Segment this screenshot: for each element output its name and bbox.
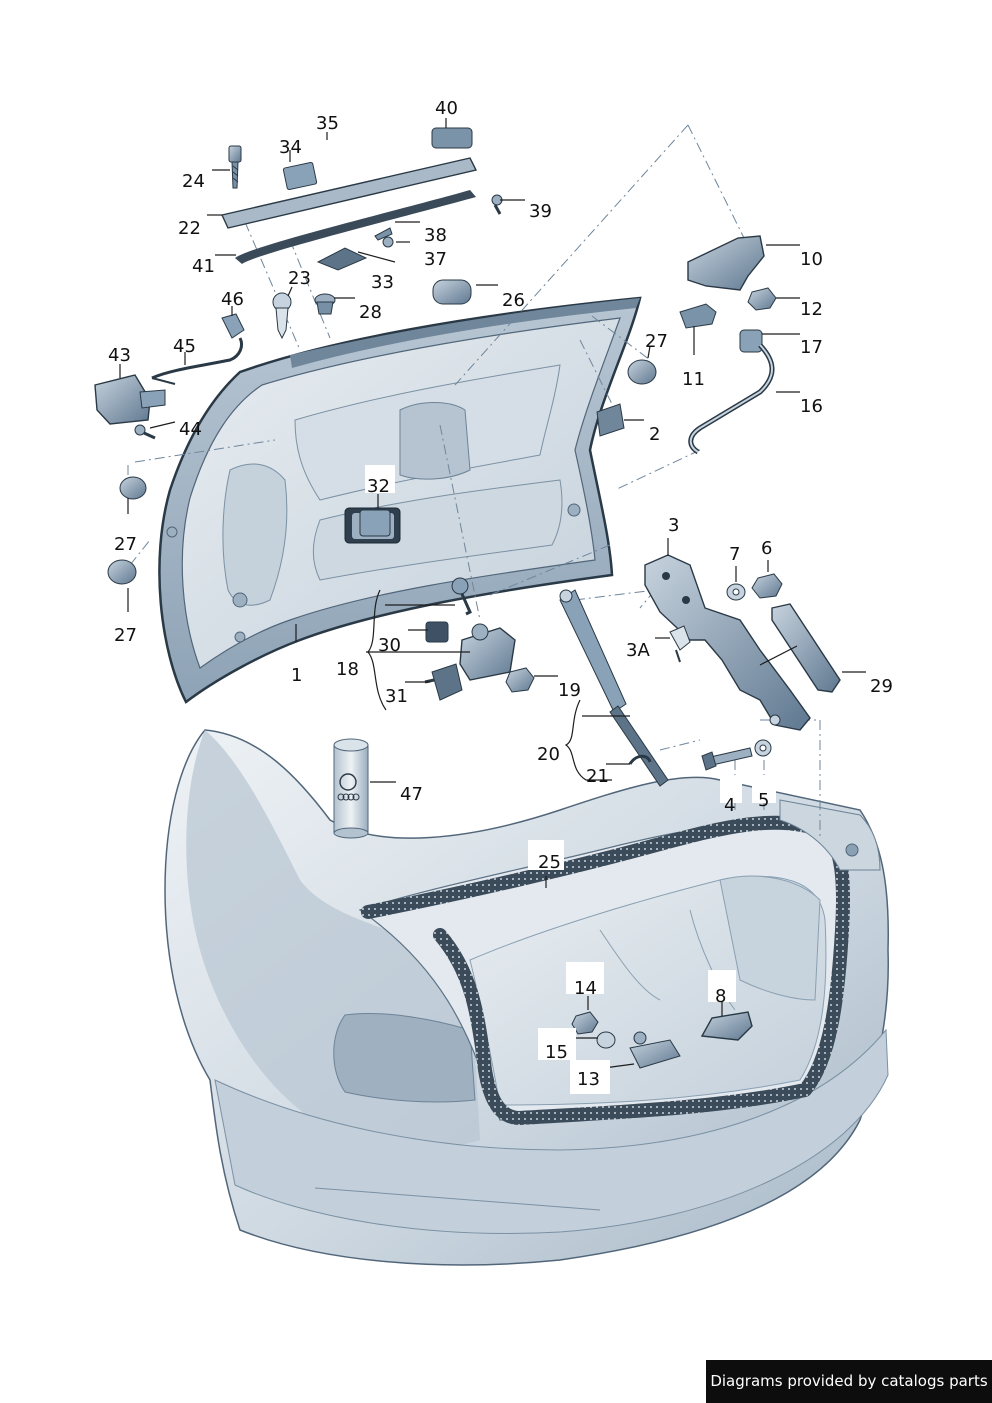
- callout-15: 15: [545, 1042, 568, 1063]
- callout-37: 37: [424, 249, 447, 270]
- part-27-grommet-left-upper: [119, 476, 147, 500]
- part-11-block: [679, 303, 717, 329]
- callout-40: 40: [435, 98, 458, 119]
- callout-8: 8: [715, 986, 727, 1007]
- callout-27-right: 27: [645, 331, 668, 352]
- part-39-screw: [491, 194, 503, 215]
- callout-4: 4: [724, 795, 736, 816]
- callout-27-left-upper: 27: [114, 534, 137, 555]
- callout-28: 28: [359, 302, 382, 323]
- callout-5: 5: [758, 790, 770, 811]
- part-10-hinge-bracket: [687, 235, 765, 291]
- part-16-rod: [688, 343, 775, 455]
- callout-23: 23: [288, 268, 311, 289]
- callout-26: 26: [502, 290, 525, 311]
- leader-lines: [119, 118, 866, 1069]
- callout-47: 47: [400, 784, 423, 805]
- part-43-actuator: [94, 374, 166, 425]
- part-20-gas-strut: [559, 589, 669, 787]
- part-22-trim-strip: [221, 127, 478, 229]
- callout-24: 24: [182, 171, 205, 192]
- part-23-pin: [272, 292, 292, 340]
- part-31-lock-motor: [424, 663, 463, 701]
- callout-21: 21: [586, 766, 609, 787]
- callout-22: 22: [178, 218, 201, 239]
- part-14-nut: [571, 1011, 599, 1035]
- part-24-bolt: [228, 145, 242, 189]
- label-backgrounds: [365, 465, 776, 1094]
- part-27-grommet-left-lower: [107, 559, 137, 585]
- part-3a-stop: [669, 625, 691, 663]
- left-tail-light: [333, 1013, 476, 1103]
- part-33-plate: [316, 247, 368, 271]
- part-32-latch-cover: [359, 509, 391, 537]
- part-17-clip: [739, 329, 763, 353]
- callout-17: 17: [800, 337, 823, 358]
- part-21-clip: [628, 754, 652, 765]
- callout-10: 10: [800, 249, 823, 270]
- part-19-nut: [505, 667, 535, 693]
- part-12-nut: [747, 287, 777, 311]
- callout-35: 35: [316, 113, 339, 134]
- callout-2: 2: [649, 424, 661, 445]
- callout-1: 1: [291, 665, 303, 686]
- callout-19: 19: [558, 680, 581, 701]
- footer-credit: Diagrams provided by catalogs parts: [706, 1360, 992, 1403]
- part-41-rod: [235, 190, 476, 264]
- callout-20: 20: [537, 744, 560, 765]
- callout-38: 38: [424, 225, 447, 246]
- part-15-washer: [596, 1031, 616, 1049]
- callout-44: 44: [179, 419, 202, 440]
- callout-6: 6: [761, 538, 773, 559]
- part-3-hinge-arm: [644, 554, 811, 731]
- part-29-pad: [771, 603, 841, 693]
- part-key: [451, 577, 472, 616]
- part-6-nut: [751, 573, 783, 599]
- part-45-cable: [151, 337, 244, 385]
- trunk-lid: [158, 296, 642, 704]
- part-4-bolt: [701, 747, 753, 771]
- callout-29: 29: [870, 676, 893, 697]
- trunk-side-wall: [719, 875, 821, 1001]
- callout-3: 3: [668, 515, 680, 536]
- callout-11: 11: [682, 369, 705, 390]
- callout-25: 25: [538, 852, 561, 873]
- callout-45: 45: [173, 336, 196, 357]
- car-rear-body: [164, 729, 889, 1266]
- callout-46: 46: [221, 289, 244, 310]
- part-5-washer: [754, 739, 772, 757]
- callout-7: 7: [729, 544, 741, 565]
- callout-18: 18: [336, 659, 359, 680]
- part-28-grommet: [314, 293, 336, 315]
- callout-43: 43: [108, 345, 131, 366]
- callout-39: 39: [529, 201, 552, 222]
- part-27-grommet-right: [627, 359, 657, 385]
- rear-bumper: [214, 1028, 889, 1234]
- callout-33: 33: [371, 272, 394, 293]
- part-7-washer: [726, 583, 746, 601]
- callout-16: 16: [800, 396, 823, 417]
- part-13-striker: [629, 1031, 681, 1069]
- callout-3a: 3A: [626, 640, 650, 661]
- callout-30: 30: [378, 635, 401, 656]
- callout-14: 14: [574, 978, 597, 999]
- part-8-bracket: [700, 1011, 753, 1041]
- callout-32: 32: [367, 476, 390, 497]
- callout-12: 12: [800, 299, 823, 320]
- part-2-bracket: [596, 403, 625, 437]
- part-46-clip: [221, 313, 245, 339]
- part-44-screw: [134, 424, 156, 440]
- part-26-bumper: [432, 279, 472, 305]
- callout-13: 13: [577, 1069, 600, 1090]
- part-30-clip: [425, 621, 449, 643]
- part-47-can: [333, 738, 369, 839]
- part-37-38-clips: [374, 227, 394, 248]
- callout-27-left-lower: 27: [114, 625, 137, 646]
- callout-31: 31: [385, 686, 408, 707]
- callout-34: 34: [279, 137, 302, 158]
- trunk-seal: [361, 815, 850, 1125]
- callout-41: 41: [192, 256, 215, 277]
